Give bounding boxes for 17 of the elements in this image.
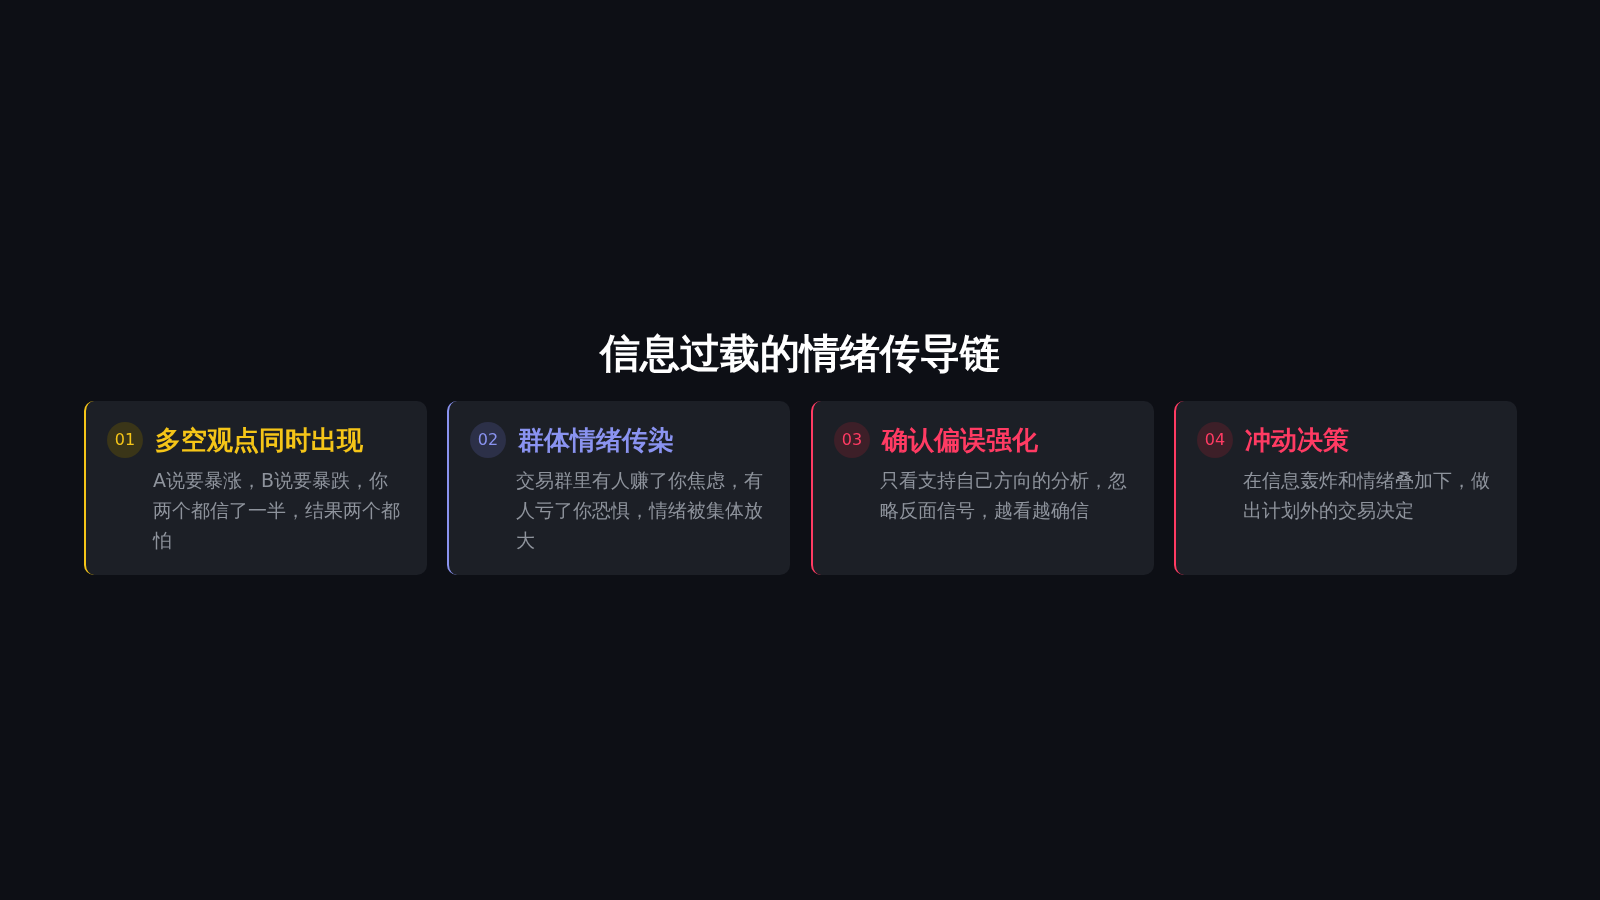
step-heading: 确认偏误强化	[882, 424, 1038, 457]
step-card	[811, 401, 1154, 575]
step-description: 在信息轰炸和情绪叠加下，做出计划外的交易决定	[1243, 468, 1491, 523]
step-description: A说要暴涨，B说要暴跌，你两个都信了一半，结果两个都怕	[153, 468, 401, 553]
step-number-badge: 01	[107, 422, 143, 458]
step-number-badge: 03	[834, 422, 870, 458]
step-description: 交易群里有人赚了你焦虑，有人亏了你恐惧，情绪被集体放大	[516, 468, 764, 553]
title: 信息过载的情绪传导链	[598, 329, 1001, 378]
step-description: 只看支持自己方向的分析，忽略反面信号，越看越确信	[880, 468, 1128, 523]
step-number-badge: 04	[1197, 422, 1233, 458]
step-card	[84, 401, 427, 575]
step-card	[447, 401, 790, 575]
step-card	[1174, 401, 1517, 575]
step-number-badge: 02	[470, 422, 506, 458]
step-heading: 多空观点同时出现	[155, 424, 363, 457]
step-heading: 群体情绪传染	[518, 424, 674, 457]
step-heading: 冲动决策	[1245, 424, 1349, 457]
